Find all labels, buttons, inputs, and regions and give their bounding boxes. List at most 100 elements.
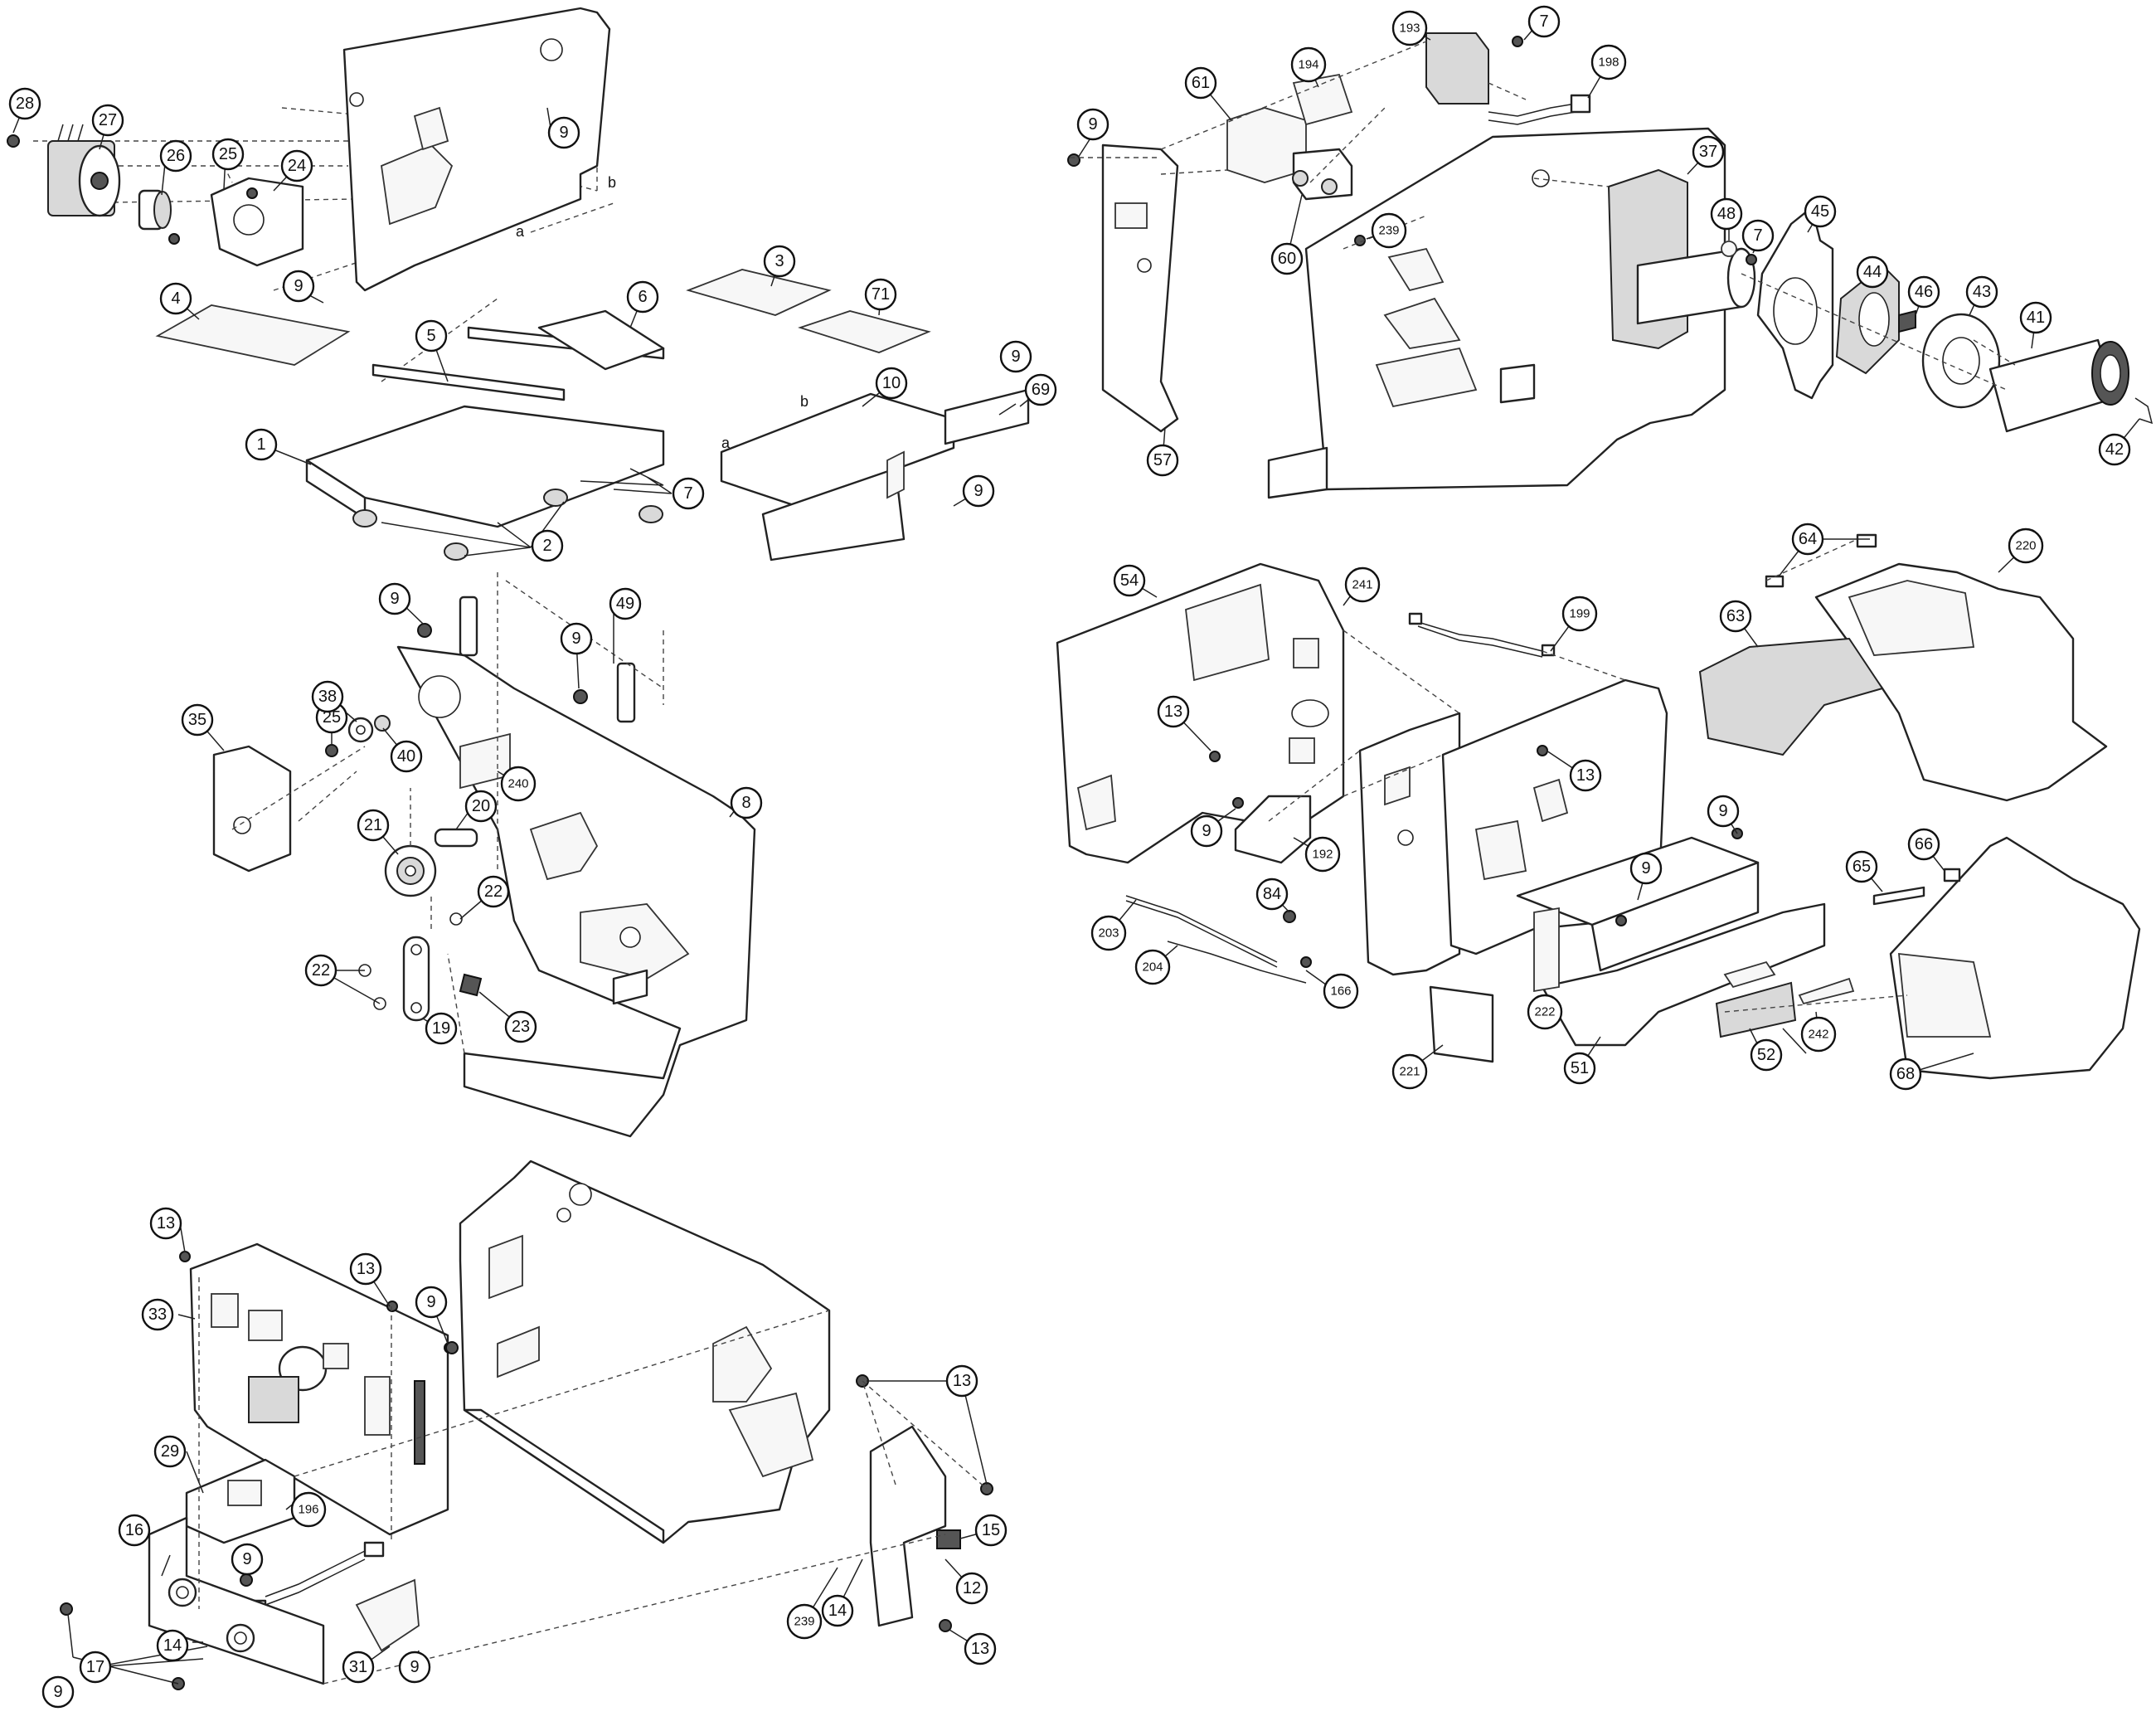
callout-circle <box>1270 242 1304 275</box>
cable <box>265 1550 366 1606</box>
callout-circle <box>1391 10 1428 46</box>
callout-circle <box>1707 795 1740 828</box>
callout-61: 61 <box>1184 66 1217 100</box>
callout-circle <box>1692 135 1725 168</box>
callout-6: 6 <box>626 280 659 314</box>
callout-number: 1 <box>256 435 265 454</box>
callout-circle <box>245 428 278 461</box>
callout-circle <box>672 477 705 510</box>
callout-38: 38 <box>311 680 344 713</box>
bracket-192 <box>1234 795 1312 864</box>
callout-13: 13 <box>1569 759 1602 792</box>
callout-239: 239 <box>1371 212 1407 249</box>
callout-circle <box>1146 444 1179 477</box>
callout-22: 22 <box>304 954 337 987</box>
callout-number: 45 <box>1811 202 1829 221</box>
callout-9: 9 <box>398 1651 431 1684</box>
callout-circle <box>79 1651 112 1684</box>
callout-84: 84 <box>1255 878 1289 911</box>
callout-circle <box>1590 44 1627 80</box>
callout-number: 15 <box>982 1521 1000 1539</box>
callout-number: 23 <box>512 1018 530 1036</box>
callout-circle <box>1965 275 1998 309</box>
callout-circle <box>304 954 337 987</box>
cable-199 <box>1417 621 1543 658</box>
sensor-193 <box>1425 32 1489 105</box>
foot <box>352 509 377 528</box>
callout-66: 66 <box>1907 828 1940 861</box>
chassis-side-plate <box>396 645 756 1138</box>
callout-9: 9 <box>560 622 593 655</box>
callout-number: 57 <box>1153 451 1172 469</box>
callout-circle <box>730 786 763 819</box>
callout-circle <box>1800 1016 1837 1053</box>
callout-number: 242 <box>1808 1028 1828 1042</box>
callout-number: 9 <box>410 1658 419 1676</box>
pad-71 <box>798 310 931 353</box>
callout-number: 52 <box>1757 1046 1775 1064</box>
callout-number: 13 <box>971 1640 989 1658</box>
callout-13: 13 <box>945 1364 978 1398</box>
callout-circle <box>91 104 124 137</box>
roll-holder-assembly <box>1067 22 2154 499</box>
callout-number: 239 <box>794 1615 814 1629</box>
callout-circle <box>1889 1057 1922 1091</box>
pad-3 <box>686 269 832 316</box>
callout-circle <box>1741 219 1775 252</box>
callout-circle <box>531 529 564 562</box>
callout-204: 204 <box>1134 949 1171 985</box>
callout-20: 20 <box>464 790 498 823</box>
callout-circle <box>342 1651 375 1684</box>
callout-19: 19 <box>425 1012 458 1045</box>
callout-57: 57 <box>1146 444 1179 477</box>
guard <box>355 1578 420 1652</box>
callout-number: 31 <box>349 1658 367 1676</box>
svg-text:a: a <box>721 435 731 451</box>
callout-number: 5 <box>426 327 435 345</box>
callout-number: 203 <box>1098 926 1119 941</box>
callout-9: 9 <box>1076 108 1110 141</box>
callout-number: 84 <box>1263 885 1281 903</box>
callout-242: 242 <box>1800 1016 1837 1053</box>
callout-2: 2 <box>531 529 564 562</box>
callout-circle <box>560 622 593 655</box>
callout-number: 192 <box>1312 848 1333 862</box>
callout-circle <box>1090 915 1127 951</box>
callout-circle <box>1113 564 1146 597</box>
cable-198 <box>1488 103 1576 125</box>
callout-9: 9 <box>282 270 315 303</box>
callout-circle <box>118 1514 151 1547</box>
callout-circle <box>156 1629 189 1662</box>
callout-number: 19 <box>432 1019 450 1038</box>
callout-number: 198 <box>1598 56 1619 70</box>
callout-number: 16 <box>125 1521 143 1539</box>
callout-circle <box>875 367 908 400</box>
callout-17: 17 <box>79 1651 112 1684</box>
callout-circle <box>1719 600 1752 633</box>
callout-circle <box>1804 195 1837 228</box>
callout-24: 24 <box>280 149 313 182</box>
callout-26: 26 <box>159 139 192 173</box>
base-motor-assembly: a b a b <box>7 7 1042 562</box>
callout-number: 43 <box>1973 283 1991 301</box>
callout-number: 61 <box>1192 74 1210 92</box>
callout-number: 9 <box>1202 822 1211 840</box>
link-arm <box>402 936 430 1022</box>
rod-65 <box>1872 886 1925 906</box>
callout-circle <box>280 149 313 182</box>
cable-204 <box>1167 941 1307 984</box>
pad-194 <box>1292 73 1353 126</box>
callout-221: 221 <box>1391 1053 1428 1090</box>
callout-number: 9 <box>1641 859 1650 878</box>
callout-number: 20 <box>472 797 490 815</box>
callout-193: 193 <box>1391 10 1428 46</box>
callout-circle <box>1391 1053 1428 1090</box>
callout-number: 13 <box>157 1214 175 1233</box>
callout-35: 35 <box>181 703 214 737</box>
label-52 <box>1715 981 1797 1038</box>
callout-circle <box>1344 566 1381 603</box>
callout-circle <box>2008 528 2044 564</box>
callout-number: 196 <box>298 1503 318 1517</box>
callout-circle <box>1907 275 1940 309</box>
callout-number: 38 <box>318 688 337 706</box>
